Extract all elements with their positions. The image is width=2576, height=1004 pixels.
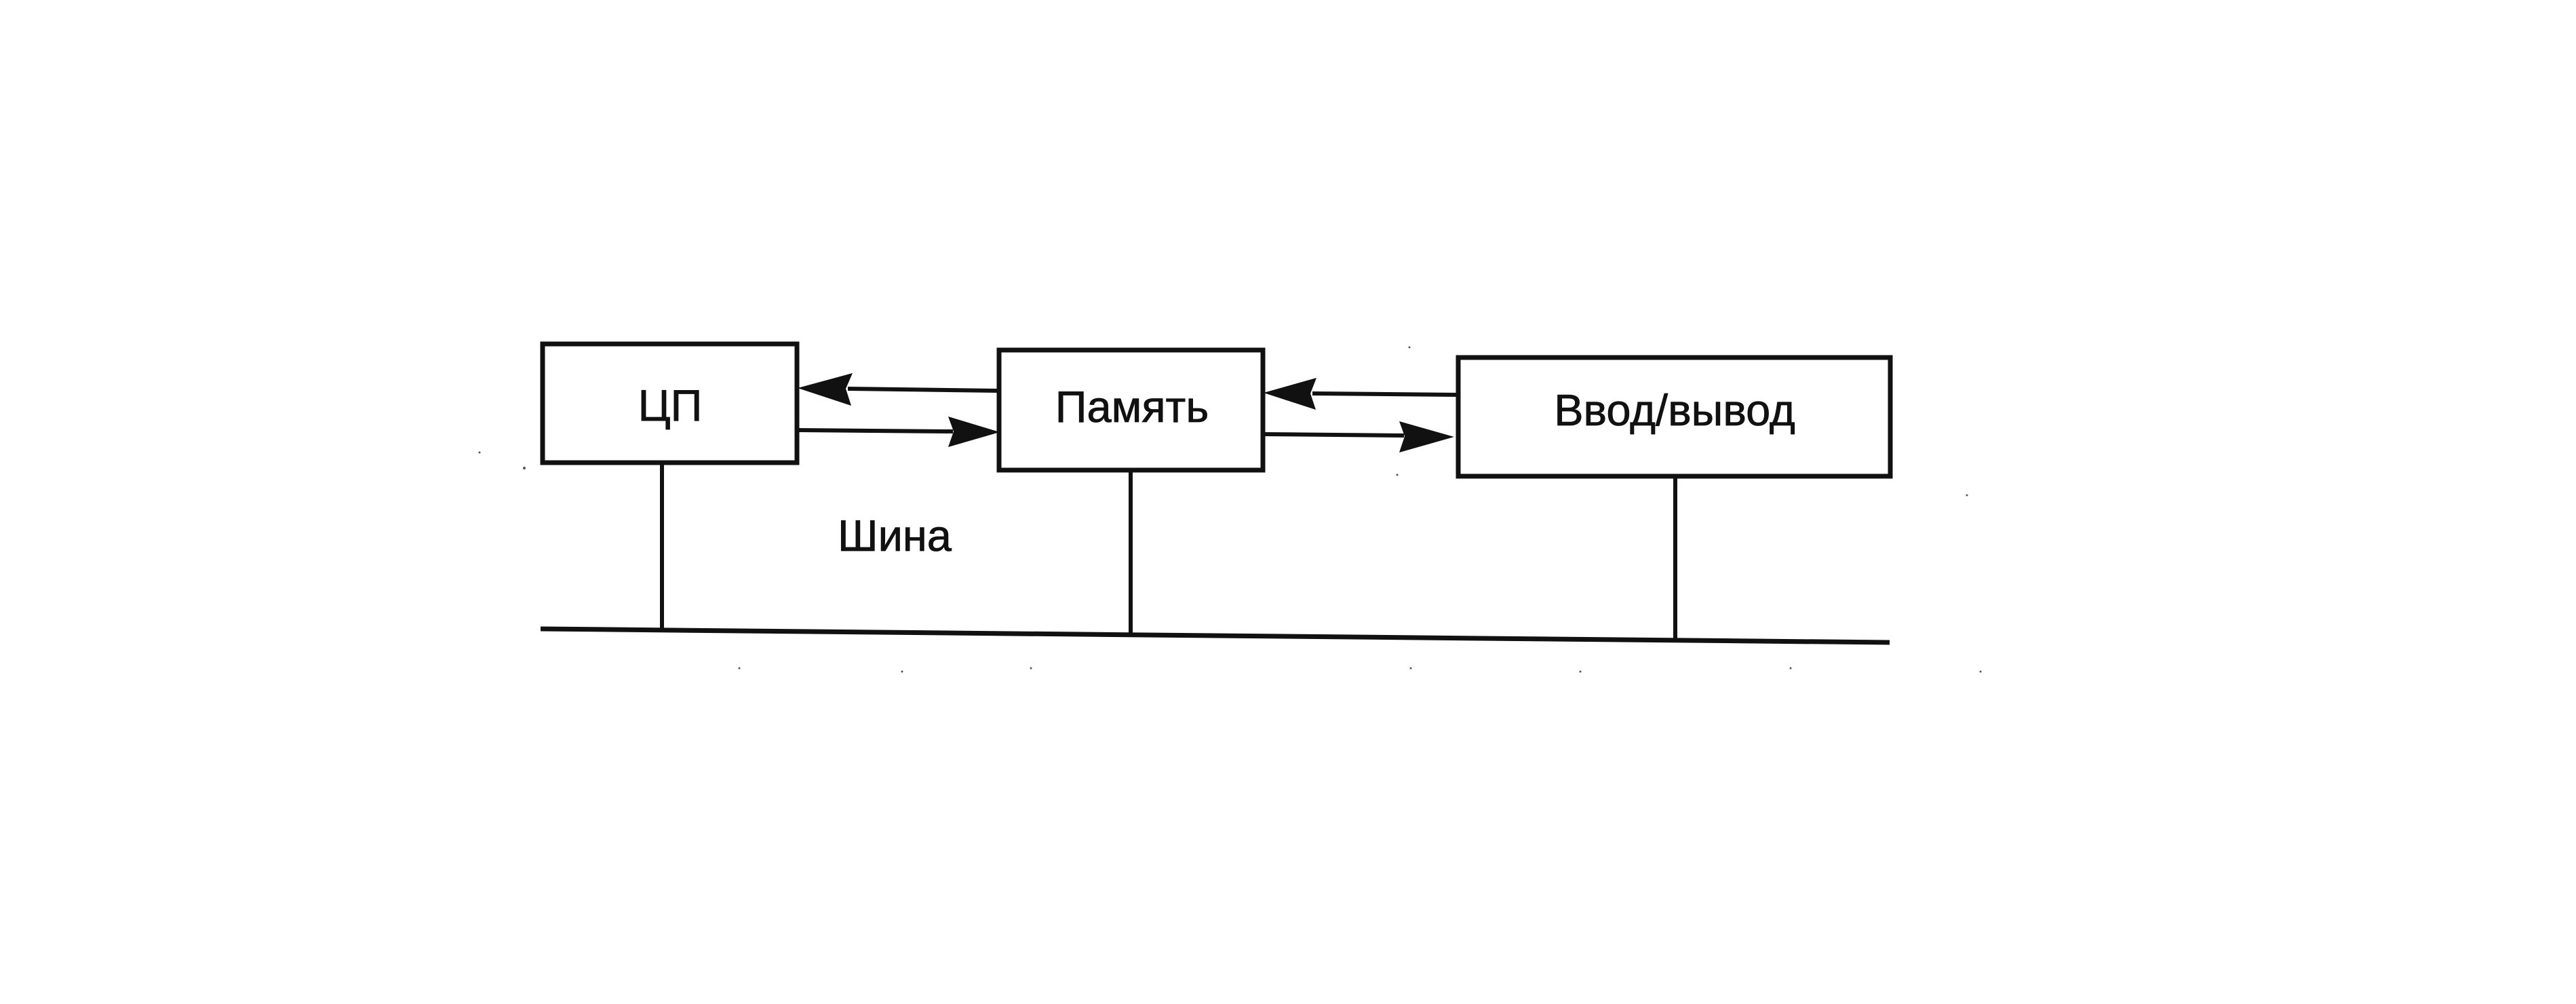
arrowhead-left-icon — [1264, 378, 1316, 410]
arrowhead-right-icon — [1399, 421, 1454, 452]
memory-to-cpu-arrow — [798, 373, 1000, 406]
io-box — [1456, 355, 1893, 479]
io-to-memory-arrow — [1264, 378, 1459, 410]
bus-label: Шина — [838, 511, 952, 560]
arrow-shaft — [1262, 432, 1405, 438]
arrow-shaft — [796, 428, 954, 433]
memory-box — [996, 347, 1266, 473]
cpu-block: ЦП — [540, 341, 800, 465]
memory-to-io-arrow — [1262, 421, 1454, 452]
arrowhead-left-icon — [798, 373, 853, 406]
arrow-shaft — [847, 387, 1000, 393]
memory-block: Память — [996, 347, 1266, 473]
cpu-label: ЦП — [638, 381, 703, 430]
arrowhead-right-icon — [948, 417, 1000, 447]
io-block: Ввод/вывод — [1456, 355, 1893, 479]
cpu-box — [540, 341, 800, 465]
scan-noise — [478, 346, 1982, 673]
memory-label: Память — [1055, 382, 1209, 431]
io-label: Ввод/вывод — [1554, 385, 1795, 435]
bus-line — [540, 626, 1890, 645]
cpu-to-memory-arrow — [796, 417, 1000, 447]
arrow-shaft — [1312, 391, 1459, 397]
